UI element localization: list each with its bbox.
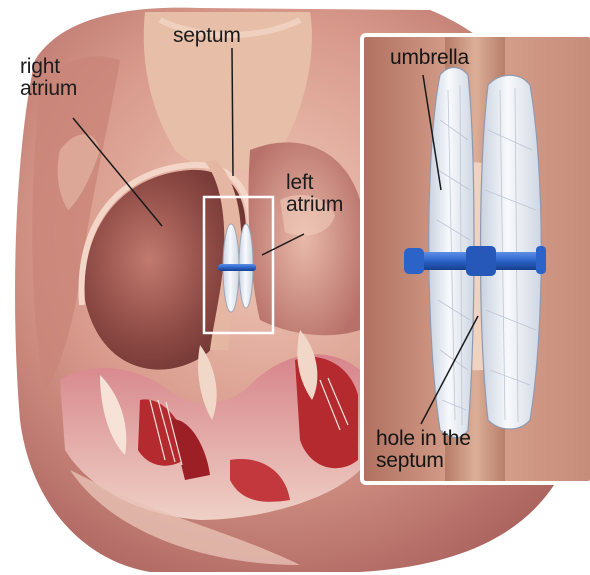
label-right-atrium: right atrium bbox=[20, 56, 77, 100]
label-left-atrium: left atrium bbox=[286, 172, 343, 216]
magnified-inset bbox=[362, 35, 590, 483]
label-septum: septum bbox=[173, 25, 241, 47]
label-umbrella: umbrella bbox=[390, 47, 469, 69]
label-hole-in-septum: hole in the septum bbox=[376, 428, 471, 472]
